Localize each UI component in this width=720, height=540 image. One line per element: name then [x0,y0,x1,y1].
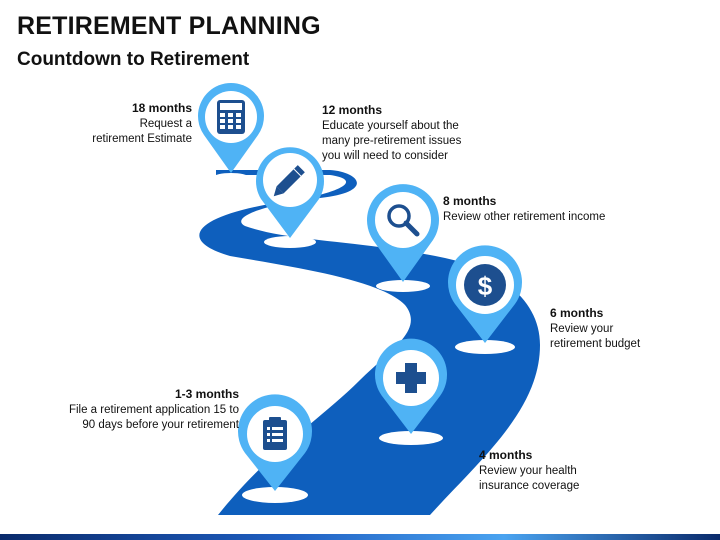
milestone-18-months: 18 months Request a retirement Estimate [60,101,192,147]
milestone-1-3-months: 1-3 months File a retirement application… [66,387,239,433]
pin-base-4 [379,431,443,445]
page-subtitle: Countdown to Retirement [17,49,250,70]
pin-18-months [198,83,264,173]
dollar-icon: $ [464,264,506,306]
milestone-12-months: 12 months Educate yourself about the man… [322,103,472,164]
pin-6-months: $ [448,245,522,343]
pencil-icon [273,165,305,197]
milestone-6-months: 6 months Review your retirement budget [550,306,660,352]
milestone-desc: Review your health insurance coverage [479,465,580,492]
plus-icon [396,363,426,393]
pin-base-1-3 [242,487,308,503]
milestone-desc: Review your retirement budget [550,323,641,350]
clipboard-icon [263,417,287,450]
milestone-desc: Request a retirement Estimate [92,118,192,145]
pin-base-12 [264,236,316,248]
milestone-desc: Review other retirement income [443,211,606,223]
milestone-8-months: 8 months Review other retirement income [443,194,643,225]
pin-base-18 [214,173,248,181]
pin-12-months [255,147,324,238]
milestone-title: 1-3 months [174,387,239,401]
calculator-icon [217,100,245,134]
road-path [199,170,541,515]
svg-text:$: $ [478,271,493,301]
page-title: RETIREMENT PLANNING [17,12,321,40]
milestone-title: 8 months [443,194,497,208]
magnifier-icon [387,204,420,237]
milestone-title: 6 months [550,306,604,320]
milestone-4-months: 4 months Review your health insurance co… [479,448,589,494]
milestone-title: 12 months [322,103,383,117]
milestone-title: 4 months [479,448,533,462]
footer-bar [0,534,720,540]
pin-4-months [375,338,447,434]
milestone-desc: Educate yourself about the many pre-reti… [322,120,462,162]
milestone-title: 18 months [131,101,192,115]
milestone-desc: File a retirement application 15 to 90 d… [68,404,239,431]
pin-base-6 [455,340,515,354]
pin-1-3-months [238,394,312,491]
pin-8-months [367,184,439,282]
pin-base-8 [376,280,430,292]
